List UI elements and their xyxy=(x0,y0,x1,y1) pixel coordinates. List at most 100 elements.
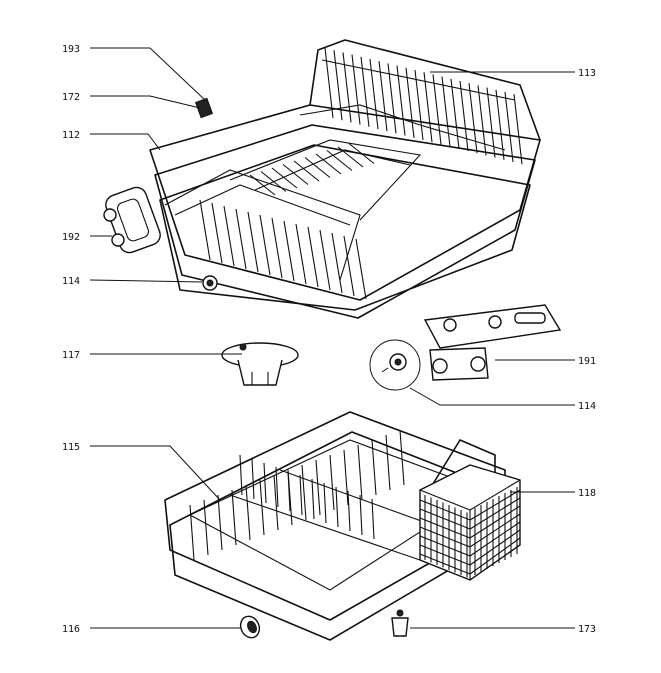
label-118: 118 xyxy=(578,488,596,499)
rack-tine xyxy=(359,494,363,536)
label-112: 112 xyxy=(62,130,80,141)
rack-tine xyxy=(337,146,364,168)
rack-tine xyxy=(343,449,349,506)
label-172: 172 xyxy=(62,92,80,103)
label-191: 191 xyxy=(578,356,596,367)
rack-tine xyxy=(293,160,320,182)
rack-tine xyxy=(423,72,433,143)
rack-tine xyxy=(385,434,391,491)
rack-tine xyxy=(287,470,291,512)
rack-tine xyxy=(315,459,321,516)
label-192: 192 xyxy=(62,232,80,243)
rack-tine xyxy=(304,157,331,178)
upper-rack xyxy=(149,39,541,319)
rack-tine xyxy=(295,223,307,285)
leader-lines xyxy=(89,47,575,629)
rack-tine xyxy=(323,482,327,524)
rack-tine xyxy=(469,497,521,530)
rack-tine xyxy=(335,486,339,528)
rack-tine xyxy=(315,153,342,175)
rack-tine xyxy=(249,174,276,196)
rack-tine xyxy=(450,78,460,149)
rack-tine xyxy=(469,521,521,557)
rack-tine xyxy=(504,91,514,163)
rack-tine xyxy=(486,87,496,158)
rack-tine xyxy=(419,508,471,530)
rack-tine xyxy=(432,74,442,145)
stop-clip-172 xyxy=(194,97,214,119)
rack-rail-clip-192 xyxy=(103,186,161,254)
lower-rack-tines xyxy=(189,429,405,561)
rack-tine xyxy=(469,505,521,539)
rack-tine xyxy=(469,537,521,575)
roller-114-lower xyxy=(369,339,421,391)
cutlery-basket xyxy=(419,464,521,581)
rack-tine xyxy=(283,220,295,282)
rack-tine xyxy=(469,489,521,521)
rack-tine xyxy=(319,229,331,291)
label-173: 173 xyxy=(578,624,596,635)
rack-tine xyxy=(199,199,211,261)
rack-tine xyxy=(347,490,351,532)
roller-114-upper xyxy=(202,275,218,291)
rack-tine xyxy=(211,202,223,264)
rack-tine xyxy=(299,474,303,516)
rack-tine xyxy=(369,58,379,130)
rack-tine xyxy=(223,205,235,267)
rack-tine xyxy=(469,529,521,566)
rack-tine xyxy=(217,494,223,551)
part-labels: 193 172 112 192 114 113 117 191 114 115 … xyxy=(62,44,596,635)
rack-tine xyxy=(348,143,375,164)
rack-tine xyxy=(271,217,283,279)
rack-tine xyxy=(189,504,195,561)
rack-tine xyxy=(468,83,478,154)
rack-tine xyxy=(239,454,243,496)
rack-tine xyxy=(419,499,471,521)
rack-tine xyxy=(360,56,370,127)
rack-tine xyxy=(357,444,363,501)
label-115: 115 xyxy=(62,442,80,453)
rack-tine xyxy=(324,47,334,119)
rack-tine xyxy=(247,211,259,273)
rack-tine xyxy=(419,526,471,548)
rack-tine xyxy=(333,50,343,121)
rack-tine xyxy=(260,171,287,192)
rack-tine xyxy=(419,544,471,566)
label-116: 116 xyxy=(62,624,80,635)
rack-tine xyxy=(275,466,279,508)
rack-tine xyxy=(414,69,424,141)
rack-rail-191 xyxy=(423,304,562,381)
rack-tine xyxy=(419,553,471,575)
rack-tine xyxy=(355,238,367,300)
rack-tine xyxy=(378,61,388,132)
rack-tine xyxy=(271,167,298,189)
rack-tine xyxy=(371,498,375,540)
rack-tine xyxy=(235,208,247,270)
upper-rack-tines xyxy=(199,47,523,300)
rack-tine xyxy=(343,235,355,297)
rack-tine xyxy=(477,85,487,156)
rack-tine xyxy=(405,67,415,138)
rack-tine xyxy=(329,454,335,511)
label-113: 113 xyxy=(578,68,596,79)
rack-tine xyxy=(513,94,523,165)
label-114-upper: 114 xyxy=(62,276,80,287)
rack-tine xyxy=(311,478,315,520)
rack-tine xyxy=(231,489,237,546)
rack-tine xyxy=(307,226,319,288)
rack-tine xyxy=(342,52,352,123)
rack-tine xyxy=(326,150,353,171)
rack-tine xyxy=(282,164,309,185)
rack-tine xyxy=(469,513,521,548)
rack-tine xyxy=(301,464,307,521)
rack-tine xyxy=(259,479,265,536)
rack-tine xyxy=(245,484,251,541)
label-114-lower: 114 xyxy=(578,401,596,412)
rack-tine xyxy=(387,63,397,134)
clip-173 xyxy=(391,609,409,637)
rack-tine xyxy=(259,214,271,276)
rack-tine xyxy=(331,232,343,294)
rack-tine xyxy=(203,499,209,556)
